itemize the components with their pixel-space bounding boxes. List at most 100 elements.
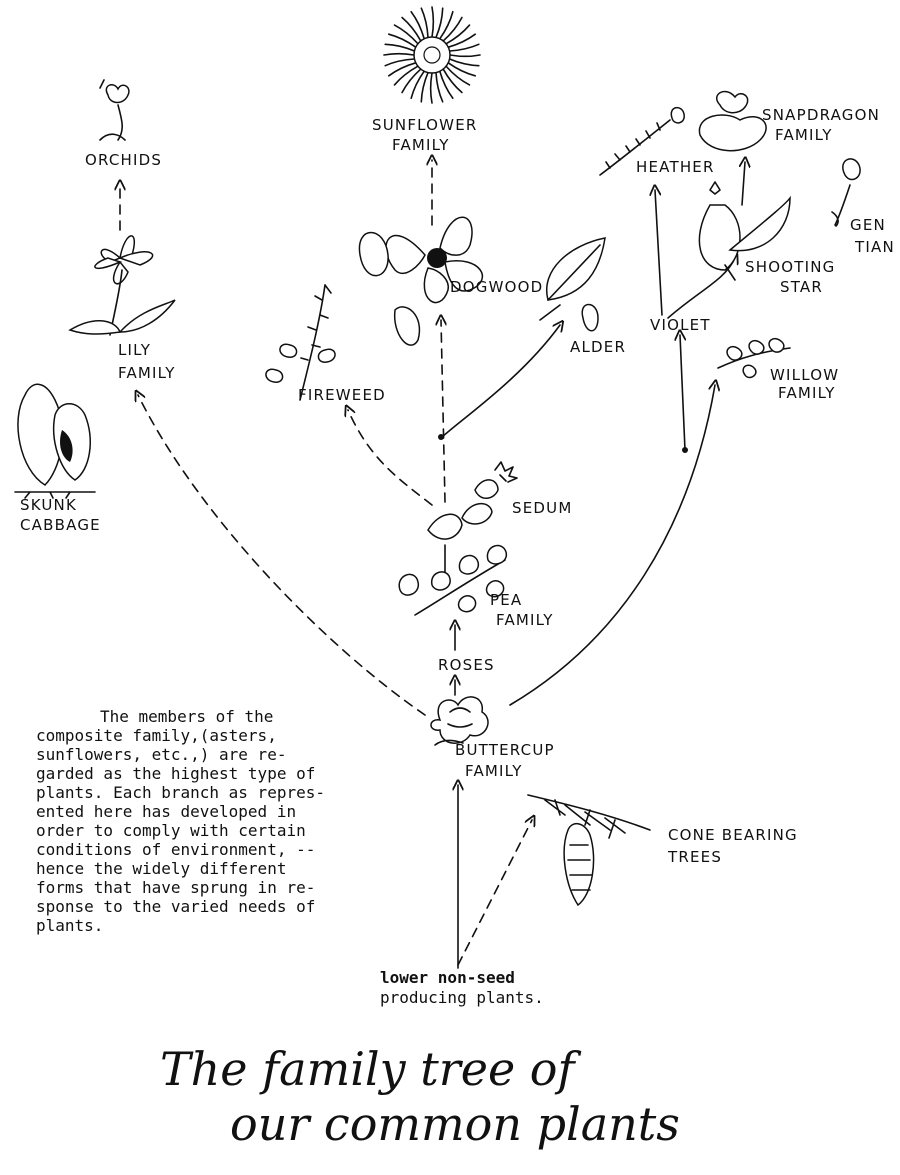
caption-line: order to comply with certain: [36, 821, 306, 840]
caption-line: The members of the: [100, 707, 273, 726]
sunflower-petal: [393, 65, 419, 86]
label-pea-family-line1: PEA: [490, 591, 522, 609]
label-snapdragon-line2: FAMILY: [775, 126, 833, 144]
fireweed-drawing: [265, 284, 336, 401]
label-orchids: ORCHIDS: [85, 151, 162, 169]
sunflower-petal: [387, 33, 417, 48]
snapdragon-drawing: [698, 90, 767, 152]
gentian-drawing: [831, 158, 861, 227]
root-label-line1: lower non-seed: [380, 968, 515, 987]
caption-paragraph: The members of the composite family,(ast…: [36, 707, 325, 935]
sedum-drawing: [427, 461, 518, 540]
tree-branches: [120, 160, 745, 969]
sunflower-petal: [410, 70, 425, 100]
orchid-drawing: [99, 79, 130, 141]
label-gentian-line2: TIAN: [854, 238, 895, 256]
caption-line: plants. Each branch as repres-: [36, 783, 325, 802]
caption-line: sponse to the varied needs of: [36, 897, 315, 916]
label-violet: VIOLET: [650, 316, 711, 334]
sunflower-petal: [420, 7, 429, 39]
sunflower-petal: [448, 58, 480, 67]
label-snapdragon-line1: SNAPDRAGON: [762, 106, 880, 124]
sunflower-petal: [429, 72, 433, 104]
label-heather: HEATHER: [636, 158, 715, 176]
caption-line: forms that have sprung in re-: [36, 878, 315, 897]
sedum-to-dogwood-arrow: [441, 320, 445, 503]
label-willow-family-line2: FAMILY: [778, 384, 836, 402]
shooting-star-drawing: [698, 181, 791, 281]
skunk-cabbage-drawing: [14, 383, 96, 499]
label-willow-family-line1: WILLOW: [770, 366, 839, 384]
label-pea-family-line2: FAMILY: [496, 611, 554, 629]
root-label: lower non-seed producing plants.: [380, 968, 544, 1007]
label-alder: ALDER: [570, 338, 626, 356]
sunflower-petal: [449, 54, 481, 58]
lily-drawing: [68, 235, 176, 336]
sunflower-petal: [448, 43, 480, 52]
label-fireweed: FIREWEED: [298, 386, 386, 404]
label-roses: ROSES: [438, 656, 495, 674]
branch-node-dot-right: [682, 447, 688, 453]
sunflower-petal: [435, 71, 444, 103]
sedum-to-fireweed-arrow: [348, 410, 433, 506]
sunflower-petal: [435, 7, 444, 39]
label-cone-bearing-line1: CONE BEARING: [668, 826, 798, 844]
label-dogwood: DOGWOOD: [450, 278, 543, 296]
label-sedum: SEDUM: [512, 499, 572, 517]
caption-line: composite family,(asters,: [36, 726, 277, 745]
branch-to-violet-arrow: [680, 335, 685, 451]
label-buttercup-family-line2: FAMILY: [465, 762, 523, 780]
sunflower-petal: [447, 33, 477, 48]
dogwood-drawing: [358, 216, 483, 346]
label-lily-family-line2: FAMILY: [118, 364, 176, 382]
sunflower-petal: [439, 10, 454, 40]
caption-line: conditions of environment, --: [36, 840, 315, 859]
sunflower-petal: [442, 68, 463, 94]
sunflower-petal: [410, 10, 425, 40]
branch-to-willow: [509, 385, 715, 706]
shooting-star-to-snapdragon-arrow: [742, 162, 745, 206]
branch-to-alder-arrow: [440, 325, 560, 439]
heather-drawing: [599, 106, 685, 176]
sunflower-petal: [384, 43, 416, 52]
diagram-title: The family tree of our common plants: [160, 1042, 680, 1151]
label-cone-bearing-line2: TREES: [667, 848, 722, 866]
sunflower-drawing: [383, 6, 481, 104]
willow-drawing: [717, 338, 791, 379]
sunflower-petal: [420, 71, 429, 103]
title-line1: The family tree of: [160, 1042, 581, 1096]
sunflower-petal: [383, 52, 415, 56]
sunflower-petal: [442, 16, 463, 42]
violet-to-heather-arrow: [655, 190, 663, 316]
label-sunflower-family-line2: FAMILY: [392, 136, 450, 154]
conifer-drawing: [527, 794, 651, 907]
sunflower-petal: [445, 24, 471, 45]
caption-line: garded as the highest type of: [36, 764, 315, 783]
caption-line: ented here has developed in: [36, 802, 296, 821]
pea-drawing: [398, 544, 508, 616]
title-line2: our common plants: [230, 1097, 680, 1151]
sunflower-petal: [401, 16, 422, 42]
label-skunk-cabbage-line2: CABBAGE: [20, 516, 101, 534]
label-shooting-star-line1: SHOOTING: [745, 258, 835, 276]
branch-node-dot: [438, 434, 444, 440]
sunflower-petal: [445, 65, 471, 86]
caption-line: plants.: [36, 916, 103, 935]
sunflower-petal: [387, 62, 417, 77]
label-shooting-star-line2: STAR: [780, 278, 823, 296]
buttercup-drawing: [430, 696, 489, 746]
sunflower-petal: [447, 62, 477, 77]
sunflower-petal: [439, 70, 454, 100]
root-label-line2: producing plants.: [380, 988, 544, 1007]
branch-to-lily: [138, 395, 426, 716]
alder-drawing: [539, 237, 606, 332]
sunflower-petal: [401, 68, 422, 94]
sunflower-petal: [384, 58, 416, 67]
root-to-conifer-arrow: [457, 820, 532, 966]
caption-line: sunflowers, etc.,) are re-: [36, 745, 286, 764]
caption-line: hence the widely different: [36, 859, 286, 878]
labels: ORCHIDS LILY FAMILY SKUNK CABBAGE SUNFLO…: [20, 106, 895, 866]
label-skunk-cabbage-line1: SKUNK: [20, 496, 77, 514]
label-lily-family-line1: LILY: [118, 341, 151, 359]
